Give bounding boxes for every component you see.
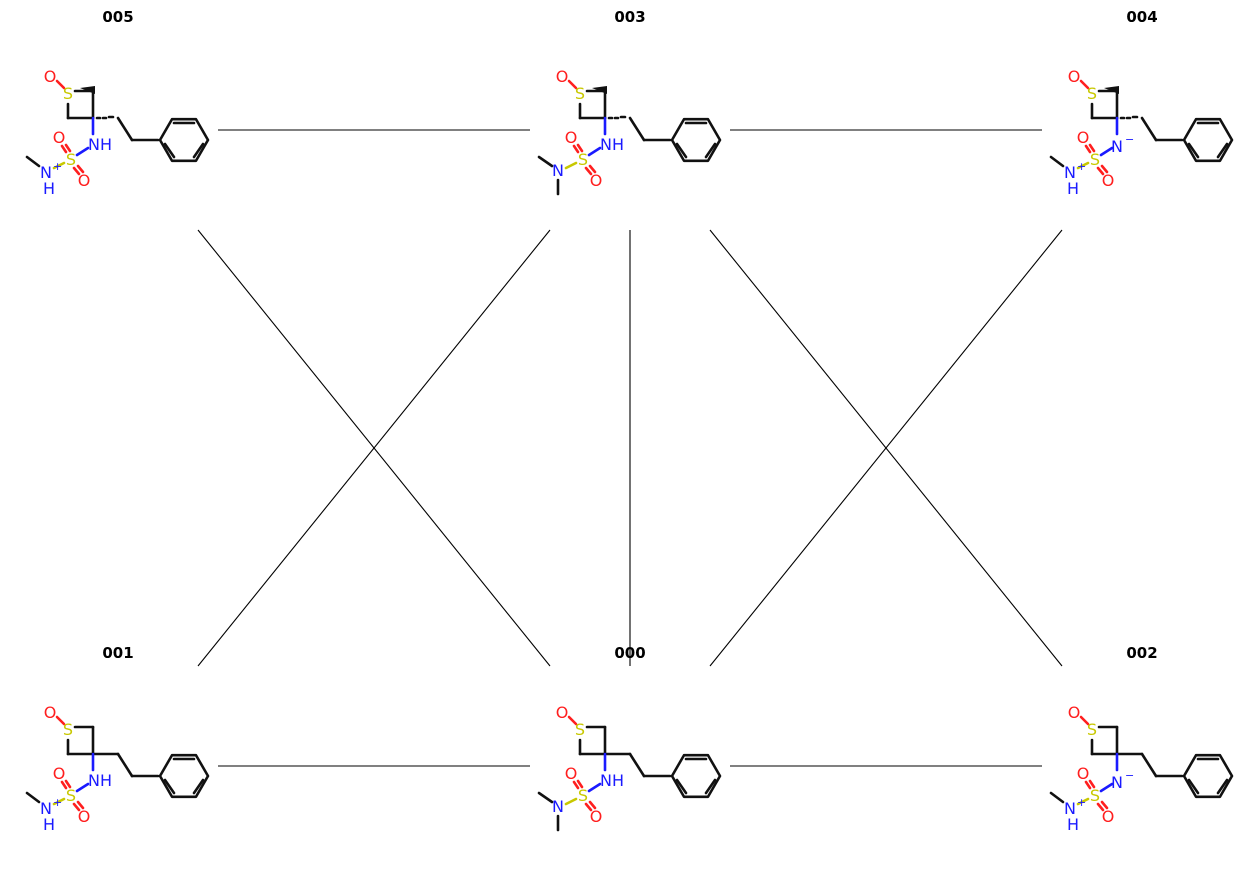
oxygen-atom: O bbox=[556, 703, 569, 722]
amine-nitrogen: N bbox=[552, 161, 564, 180]
sulfur-atom: S bbox=[1087, 720, 1097, 739]
sulfur-atom: S bbox=[575, 84, 585, 103]
hydrogen-atom: H bbox=[1067, 815, 1079, 834]
sulfonyl-sulfur: S bbox=[66, 786, 76, 805]
node-label: 005 bbox=[102, 8, 133, 26]
ammonium-nitrogen: N bbox=[40, 163, 52, 182]
oxygen-atom: O bbox=[556, 67, 569, 86]
positive-charge: + bbox=[53, 796, 62, 809]
ammonium-nitrogen: N bbox=[40, 799, 52, 818]
negative-charge: − bbox=[1125, 133, 1134, 146]
sulfonyl-sulfur: S bbox=[578, 786, 588, 805]
sulfur-atom: S bbox=[63, 84, 73, 103]
positive-charge: + bbox=[53, 160, 62, 173]
node-label: 003 bbox=[614, 8, 645, 26]
sulfonyl-oxygen-bottom: O bbox=[1102, 807, 1115, 826]
hydrogen-atom: H bbox=[43, 179, 55, 198]
sulfur-atom: S bbox=[575, 720, 585, 739]
sulfur-atom: S bbox=[63, 720, 73, 739]
ammonium-nitrogen: N bbox=[1064, 799, 1076, 818]
oxygen-atom: O bbox=[44, 67, 57, 86]
nh-group: NH bbox=[600, 771, 624, 790]
sulfonyl-oxygen-bottom: O bbox=[78, 171, 91, 190]
sulfonyl-sulfur: S bbox=[578, 150, 588, 169]
sulfonyl-oxygen-top: O bbox=[565, 764, 578, 783]
sulfonyl-oxygen-top: O bbox=[565, 128, 578, 147]
ammonium-nitrogen: N bbox=[1064, 163, 1076, 182]
sulfonyl-sulfur: S bbox=[1090, 150, 1100, 169]
amine-nitrogen: N bbox=[552, 797, 564, 816]
sulfonyl-oxygen-bottom: O bbox=[590, 171, 603, 190]
positive-charge: + bbox=[1077, 160, 1086, 173]
node-label: 000 bbox=[614, 644, 645, 662]
oxygen-atom: O bbox=[1068, 67, 1081, 86]
nh-group: NH bbox=[88, 771, 112, 790]
sulfonyl-sulfur: S bbox=[1090, 786, 1100, 805]
oxygen-atom: O bbox=[1068, 703, 1081, 722]
node-label: 004 bbox=[1126, 8, 1157, 26]
nh-group: NH bbox=[600, 135, 624, 154]
oxygen-atom: O bbox=[44, 703, 57, 722]
sulfonyl-sulfur: S bbox=[66, 150, 76, 169]
nh-group: NH bbox=[88, 135, 112, 154]
sulfonyl-oxygen-bottom: O bbox=[78, 807, 91, 826]
nitrogen-atom: N bbox=[1111, 137, 1123, 156]
positive-charge: + bbox=[1077, 796, 1086, 809]
hydrogen-atom: H bbox=[43, 815, 55, 834]
sulfonyl-oxygen-bottom: O bbox=[1102, 171, 1115, 190]
sulfonyl-oxygen-bottom: O bbox=[590, 807, 603, 826]
node-label: 001 bbox=[102, 644, 133, 662]
hydrogen-atom: H bbox=[1067, 179, 1079, 198]
nitrogen-atom: N bbox=[1111, 773, 1123, 792]
edge-004-000 bbox=[709, 229, 1063, 667]
edge-003-001 bbox=[197, 229, 551, 667]
nodes-layer: 005OSNHSOON+H003OSNHSOON004OSN−SOON+H001… bbox=[25, 8, 1234, 834]
negative-charge: − bbox=[1125, 769, 1134, 782]
node-label: 002 bbox=[1126, 644, 1157, 662]
sulfonyl-oxygen-top: O bbox=[1077, 764, 1090, 783]
edges-layer bbox=[197, 129, 1063, 767]
sulfonyl-oxygen-top: O bbox=[53, 128, 66, 147]
sulfur-atom: S bbox=[1087, 84, 1097, 103]
sulfonyl-oxygen-top: O bbox=[53, 764, 66, 783]
sulfonyl-oxygen-top: O bbox=[1077, 128, 1090, 147]
